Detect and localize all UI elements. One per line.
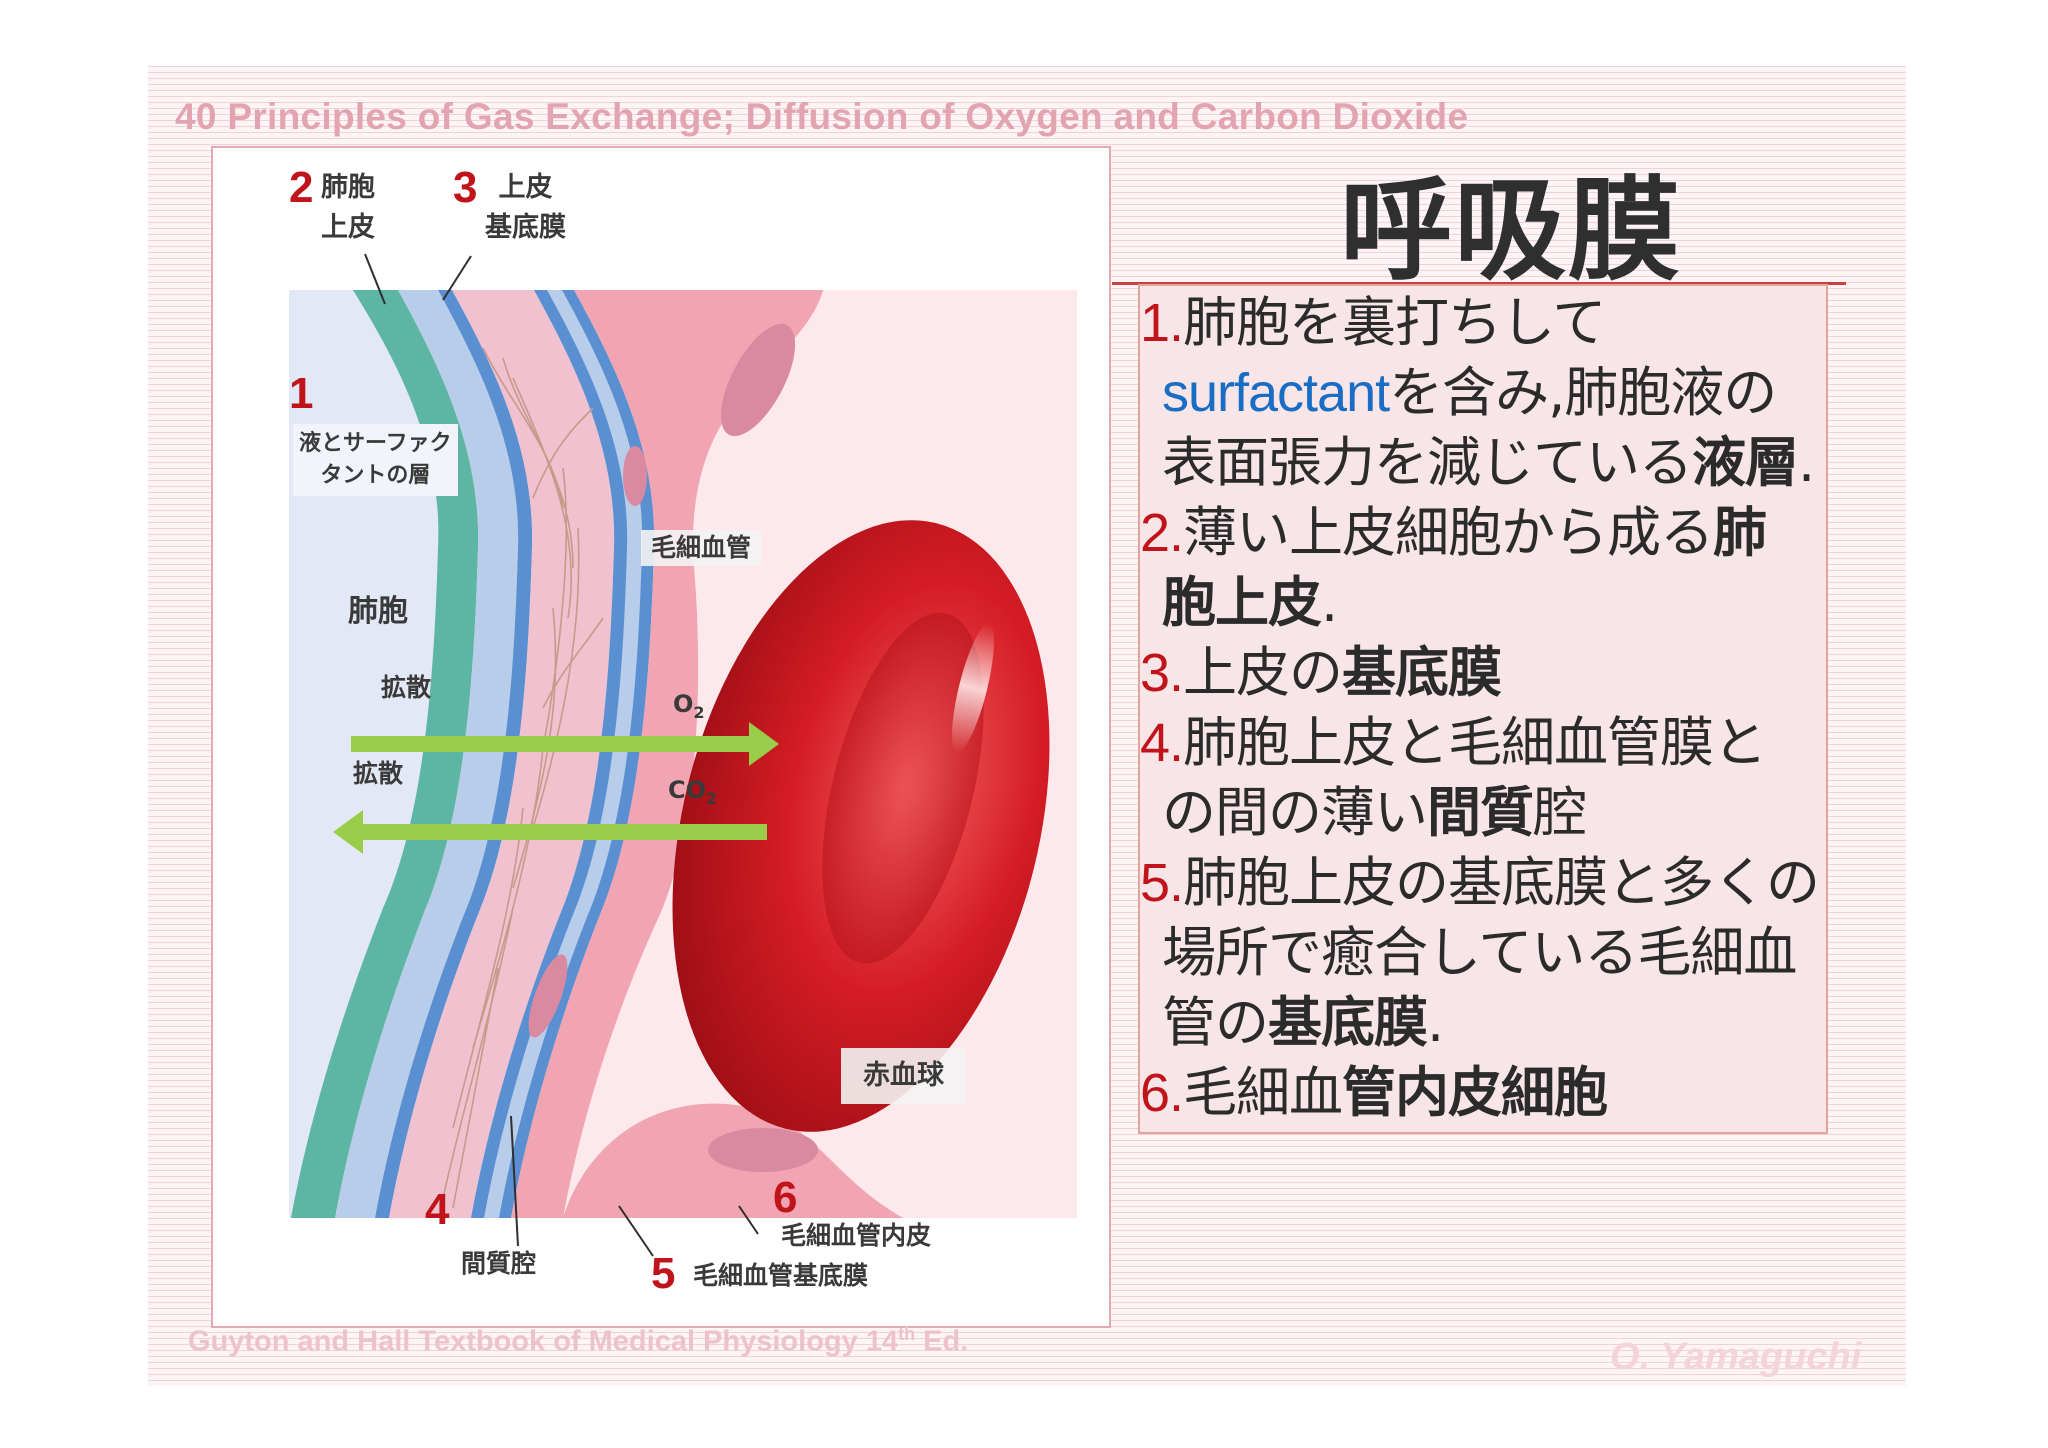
label-alveolar-epithelium: 肺胞 上皮 xyxy=(321,168,375,248)
description-box xyxy=(1138,284,1828,1134)
label-capillary: 毛細血管 xyxy=(641,530,762,566)
label-epithelial-basement: 上皮 基底膜 xyxy=(465,168,566,248)
list-item-2-line-1: 2.薄い上皮細胞から成る肺 xyxy=(1140,498,1767,568)
footer-author: O. Yamaguchi xyxy=(1610,1336,1862,1378)
list-item-2-line-2-bold: 胞上皮 xyxy=(1162,571,1322,634)
label-capillary-endothelium: 毛細血管内皮 xyxy=(781,1221,932,1250)
label-number-1: 1 xyxy=(289,369,314,418)
list-item-2-number: 2. xyxy=(1140,503,1184,563)
list-item-1-line-1-text: 肺胞を裏打ちして xyxy=(1183,291,1606,354)
o2-diffusion-arrow xyxy=(351,722,779,766)
alveolar-epithelium-layer xyxy=(291,290,479,1218)
label-red-blood-cell: 赤血球 xyxy=(841,1048,966,1104)
respiratory-membrane-diagram: 2 肺胞 上皮 3 上皮 基底膜 1 液とサーファク タントの層 肺胞 拡散 拡… xyxy=(211,146,1111,1328)
list-item-4-line-1-text: 肺胞上皮と毛細血管膜と xyxy=(1183,711,1767,774)
label-co2-sub: 2 xyxy=(706,788,718,808)
list-item-5-number: 5. xyxy=(1140,853,1184,913)
capillary-endothelium-layer xyxy=(511,290,823,1218)
list-item-5-line-2-text: 場所で癒合している毛細血 xyxy=(1162,921,1797,984)
list-item-5-line-3-bold: 基底膜 xyxy=(1268,991,1428,1054)
list-item-6-number: 6. xyxy=(1140,1063,1184,1123)
label-o2-sub: 2 xyxy=(693,702,705,722)
list-item-4-number: 4. xyxy=(1140,713,1184,773)
epithelial-basement-layer xyxy=(335,290,519,1218)
list-item-5-line-3: 管の基底膜. xyxy=(1140,988,1444,1058)
label-o2: O2 xyxy=(673,688,705,729)
label-diffusion-o2: 拡散 xyxy=(381,673,432,702)
footer-source-end: Ed. xyxy=(915,1325,969,1358)
chapter-title: 40 Principles of Gas Exchange; Diffusion… xyxy=(175,96,1469,137)
label-number-3: 3 xyxy=(453,163,478,212)
list-item-1-line-1: 1.肺胞を裏打ちして xyxy=(1140,288,1606,358)
label-alveolus: 肺胞 xyxy=(348,594,408,629)
list-item-2-line-1-bold: 肺 xyxy=(1713,501,1767,564)
label-number-4: 4 xyxy=(425,1185,450,1234)
surfactant-term: surfactant xyxy=(1162,363,1390,423)
list-item-1-number: 1. xyxy=(1140,293,1184,353)
list-item-5-line-1: 5.肺胞上皮の基底膜と多くの xyxy=(1140,848,1820,918)
label-diffusion-co2: 拡散 xyxy=(353,759,404,788)
list-item-6-line-1-pre: 毛細血 xyxy=(1183,1061,1343,1124)
main-title: 呼吸膜 xyxy=(1340,166,1682,296)
footer-source-text: Guyton and Hall Textbook of Medical Phys… xyxy=(188,1325,899,1358)
label-number-2: 2 xyxy=(289,163,314,212)
list-item-5-line-1-text: 肺胞上皮の基底膜と多くの xyxy=(1183,851,1820,914)
co2-diffusion-arrow xyxy=(333,810,767,854)
list-item-4-line-2-pre: の間の薄い xyxy=(1162,781,1428,844)
list-item-2-line-2-post: . xyxy=(1321,571,1338,634)
list-item-1-line-3: 表面張力を減じている液層. xyxy=(1140,428,1815,498)
list-item-4-line-1: 4.肺胞上皮と毛細血管膜と xyxy=(1140,708,1767,778)
list-item-3-number: 3. xyxy=(1140,643,1184,703)
label-co2-text: CO xyxy=(668,776,707,804)
label-interstitial-space: 間質腔 xyxy=(461,1249,537,1278)
interstitial-layer xyxy=(389,290,615,1218)
label-number-5: 5 xyxy=(651,1249,676,1298)
list-item-5-line-2: 場所で癒合している毛細血 xyxy=(1140,918,1797,988)
list-item-4-line-2: の間の薄い間質腔 xyxy=(1140,778,1587,848)
title-underline xyxy=(1112,282,1846,285)
list-item-6-line-1-bold: 管内皮細胞 xyxy=(1342,1061,1608,1124)
list-item-1-line-3-pre: 表面張力を減じている xyxy=(1162,431,1693,494)
label-o2-text: O xyxy=(673,690,694,718)
label-co2: CO2 xyxy=(668,774,717,815)
label-epithelial-basement-text: 上皮 基底膜 xyxy=(485,172,566,243)
diagram-illustration xyxy=(289,253,1077,1257)
list-item-5-line-3-post: . xyxy=(1427,991,1444,1054)
list-item-4-line-2-bold: 間質 xyxy=(1427,781,1534,844)
list-item-2-line-1-pre: 薄い上皮細胞から成る xyxy=(1183,501,1714,564)
label-fluid-surfactant-text: 液とサーファク タントの層 xyxy=(299,431,452,488)
label-capillary-basement: 毛細血管基底膜 xyxy=(693,1261,869,1290)
list-item-2-line-2: 胞上皮. xyxy=(1140,568,1338,638)
footer-source-citation: Guyton and Hall Textbook of Medical Phys… xyxy=(188,1324,968,1359)
list-item-3-line-1-pre: 上皮の xyxy=(1183,641,1343,704)
list-item-5-line-3-pre: 管の xyxy=(1162,991,1269,1054)
label-number-6: 6 xyxy=(773,1173,798,1222)
list-item-1-line-3-post: . xyxy=(1798,431,1815,494)
list-item-6-line-1: 6.毛細血管内皮細胞 xyxy=(1140,1058,1608,1128)
list-item-1-line-3-bold: 液層 xyxy=(1692,431,1799,494)
list-item-1-line-2: surfactantを含み,肺胞液の xyxy=(1140,358,1777,428)
label-alveolar-epithelium-text: 肺胞 上皮 xyxy=(321,172,375,243)
list-item-3-line-1: 3.上皮の基底膜 xyxy=(1140,638,1502,708)
list-item-1-line-2-text: を含み,肺胞液の xyxy=(1389,361,1777,424)
interstitial-fibers xyxy=(442,347,604,1209)
list-item-4-line-2-post: 腔 xyxy=(1533,781,1587,844)
footer-source-sup: th xyxy=(898,1324,916,1344)
label-fluid-surfactant-layer: 液とサーファク タントの層 xyxy=(293,424,458,496)
alveolus-space xyxy=(289,290,439,1218)
list-item-3-line-1-bold: 基底膜 xyxy=(1342,641,1502,704)
